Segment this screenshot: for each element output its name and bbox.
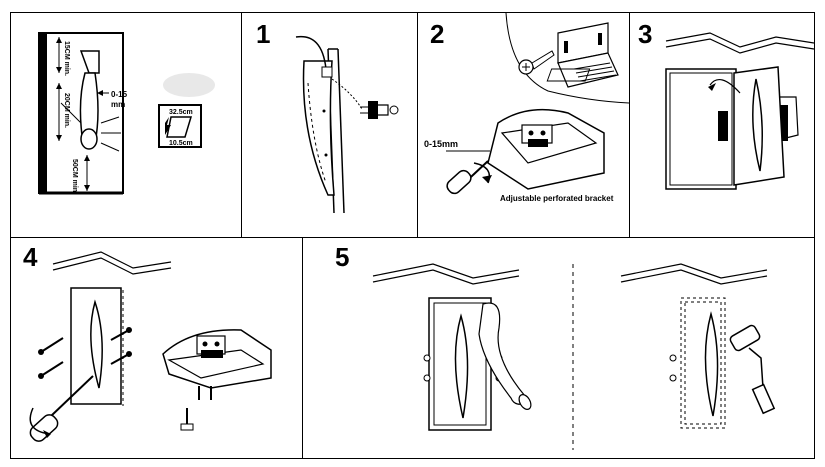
box-width-label: 32.5cm bbox=[169, 109, 193, 116]
step-5-illustration bbox=[372, 263, 776, 450]
dim-top-label: 15CM min. bbox=[63, 41, 70, 76]
step-4-illustration bbox=[29, 251, 272, 442]
step-number-5: 5 bbox=[335, 242, 350, 272]
screwdriver-icon bbox=[446, 169, 472, 195]
panel-step-4: 4 bbox=[10, 237, 303, 459]
paint-roller-icon bbox=[729, 324, 761, 352]
dim-gap-unit: mm bbox=[111, 100, 125, 109]
panel-step-3: 3 bbox=[629, 12, 815, 238]
step-number-4: 4 bbox=[23, 242, 38, 272]
step-number-3: 3 bbox=[638, 19, 653, 49]
dim-mid-label: 20CM min. bbox=[63, 93, 70, 128]
box-depth-label: 10.5cm bbox=[169, 140, 193, 147]
sealant-icon bbox=[518, 394, 532, 410]
panel-intro: 15CM min. 20CM min. 0-15 mm 50CM min. 32… bbox=[10, 12, 242, 238]
intro-illustration: 15CM min. 20CM min. 0-15 mm 50CM min. 32… bbox=[38, 32, 215, 195]
step-number-2: 2 bbox=[430, 19, 445, 49]
bracket-label: Adjustable perforated bracket bbox=[500, 194, 614, 203]
step-number-1: 1 bbox=[256, 19, 271, 49]
dim-gap-label: 0-15 bbox=[111, 90, 128, 99]
panel-step-2: 2 bbox=[417, 12, 630, 238]
screwdriver-icon bbox=[29, 414, 59, 442]
bracket-perforations bbox=[573, 62, 617, 82]
screws bbox=[40, 329, 130, 377]
flash-icon bbox=[165, 117, 171, 135]
gap-label: 0-15mm bbox=[424, 139, 458, 149]
panel-step-1: 1 bbox=[241, 12, 418, 238]
panel-step-5: 5 bbox=[302, 237, 815, 459]
step-1-illustration bbox=[295, 35, 399, 214]
step-3-illustration bbox=[665, 32, 815, 190]
dim-bottom-label: 50CM min. bbox=[71, 159, 78, 194]
step-2-illustration: 0-15mm Adjustable perforated bracket bbox=[424, 12, 630, 203]
